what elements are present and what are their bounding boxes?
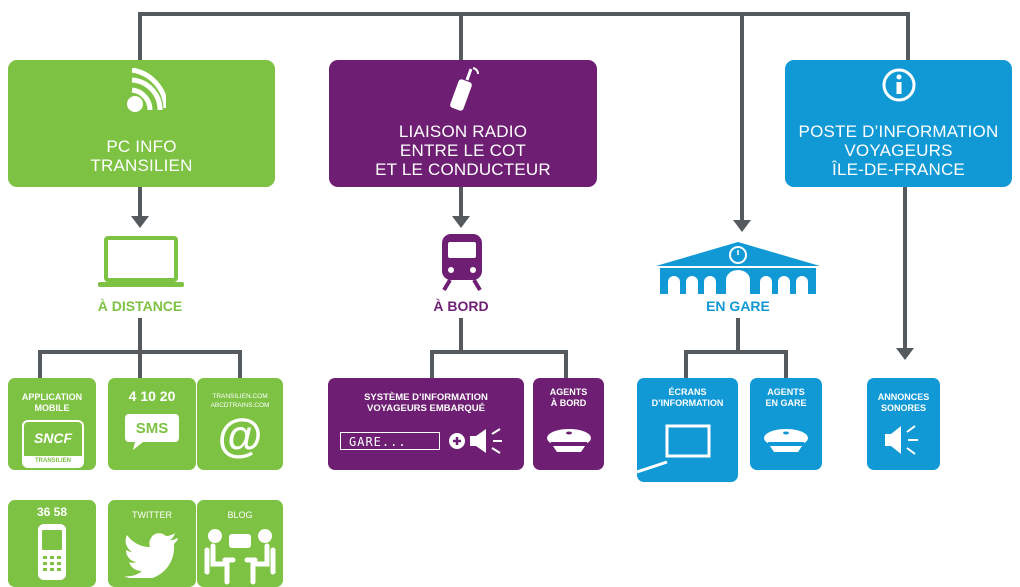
ecrans-line1: ÉCRANS: [668, 387, 707, 397]
poste-title-line3: ÎLE-DE-FRANCE: [832, 160, 965, 179]
twitter-label: TWITTER: [132, 510, 172, 520]
poste-title-line1: POSTE D’INFORMATION: [798, 122, 999, 141]
tile-agents-gare: AGENTS EN GARE: [750, 378, 822, 470]
chat-people-icon: [204, 529, 276, 585]
siv-line1: SYSTÈME D’INFORMATION: [364, 392, 488, 403]
tile-twitter: TWITTER: [108, 500, 196, 587]
speech-bubble-icon: [125, 414, 179, 450]
agents-bord-line1: AGENTS: [549, 387, 588, 397]
radio-title-line1: LIAISON RADIO: [398, 122, 528, 141]
channel-distance-label: À DISTANCE: [97, 298, 183, 314]
sms-number: 4 10 20: [128, 388, 176, 404]
bird-icon: [124, 533, 178, 578]
app-line2: MOBILE: [34, 403, 70, 413]
siv-display-text: GARE...: [340, 432, 440, 450]
tile-sms: 4 10 20 SMS: [108, 378, 196, 470]
poste-title-line2: VOYAGEURS: [844, 141, 953, 160]
tile-agents-bord: AGENTS À BORD: [533, 378, 604, 470]
ecrans-line2: D’INFORMATION: [651, 398, 724, 408]
blog-label: BLOG: [227, 510, 253, 520]
cap-icon: [547, 429, 591, 452]
tile-application-mobile: APPLICATION MOBILE SNCF TRANSILIEN: [8, 378, 96, 470]
tile-blog: BLOG: [197, 500, 283, 587]
pc-info-title-line1: PC INFO: [106, 137, 177, 156]
source-radio: LIAISON RADIO ENTRE LE COT ET LE CONDUCT…: [329, 60, 597, 187]
cap-icon: [764, 429, 808, 452]
channel-bord-label: À BORD: [433, 298, 489, 314]
phone-number: 36 58: [36, 505, 68, 519]
screen-icon: [637, 424, 711, 474]
at-sign-icon: @: [217, 409, 263, 461]
source-pc-info: PC INFO TRANSILIEN: [8, 60, 275, 187]
sncf-logo-text: SNCF: [33, 430, 73, 446]
agents-gare-line1: AGENTS: [767, 387, 805, 397]
tile-phone-3658: 36 58: [8, 500, 96, 587]
channel-gare-label: EN GARE: [706, 298, 770, 314]
wifi-broadcast-icon: [127, 68, 166, 112]
source-poste-info: POSTE D’INFORMATION VOYAGEURS ÎLE-DE-FRA…: [785, 60, 1012, 187]
plus-speaker-icon: [449, 428, 502, 454]
info-icon: [882, 68, 916, 102]
app-line1: APPLICATION: [21, 392, 83, 402]
radio-title-line2: ENTRE LE COT: [399, 141, 527, 160]
web-line2: ABCDTRAINS.COM: [210, 402, 270, 409]
sms-badge-text: SMS: [135, 420, 169, 437]
laptop-icon: [98, 236, 184, 287]
tile-ecrans-information: ÉCRANS D’INFORMATION: [637, 378, 738, 482]
tile-siv-embarque: SYSTÈME D’INFORMATION VOYAGEURS EMBARQUÉ…: [328, 378, 524, 470]
station-icon: [656, 242, 820, 294]
siv-line2: VOYAGEURS EMBARQUÉ: [367, 403, 485, 414]
agents-gare-line2: EN GARE: [765, 398, 807, 408]
web-line1: TRANSILIEN.COM: [212, 393, 268, 400]
annonces-line1: ANNONCES: [877, 392, 930, 402]
pc-info-title-line2: TRANSILIEN: [90, 156, 193, 175]
tile-annonces-sonores: ANNONCES SONORES: [867, 378, 940, 470]
sncf-logo: SNCF TRANSILIEN: [22, 420, 84, 468]
tile-websites: TRANSILIEN.COM ABCDTRAINS.COM @: [197, 378, 283, 470]
train-icon: [442, 234, 482, 292]
radio-title-line3: ET LE CONDUCTEUR: [375, 160, 551, 179]
agents-bord-line2: À BORD: [550, 398, 587, 408]
annonces-line2: SONORES: [880, 403, 926, 413]
sncf-logo-sub: TRANSILIEN: [24, 456, 82, 466]
phone-icon: [38, 524, 66, 580]
speaker-icon: [885, 425, 918, 455]
walkie-talkie-icon: [450, 67, 480, 111]
